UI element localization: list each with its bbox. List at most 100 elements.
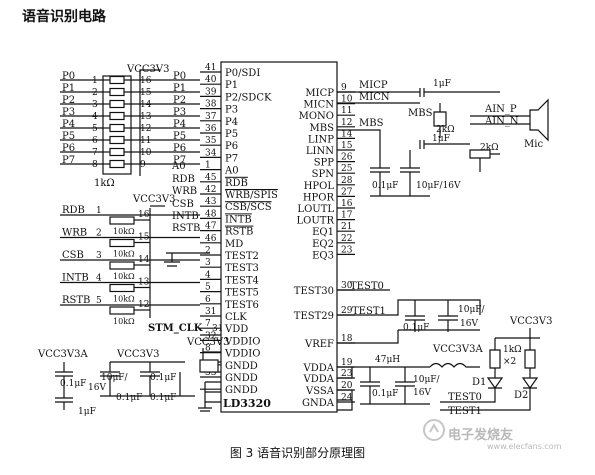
chip-left-pin-name: A0 xyxy=(224,166,239,177)
mic-cap-top xyxy=(419,88,500,97)
ain-wires xyxy=(470,115,530,125)
chip-left-pin-num: 7 xyxy=(205,319,211,329)
net-micp: MICP xyxy=(359,80,388,91)
resnet1-pin-right: 11 xyxy=(140,136,151,146)
resnet1-signal-out: P5 xyxy=(173,131,186,142)
chip-right-pin-num: 14 xyxy=(341,129,353,139)
resnet2-resistor xyxy=(109,283,135,293)
led-vcc-label: VCC3V3 xyxy=(509,316,552,327)
resnet2-pin-left: 4 xyxy=(96,274,102,284)
resnet1-pin-right: 16 xyxy=(140,76,152,86)
resnet1-pin-left: 8 xyxy=(92,160,98,170)
chip-right-pin-num: 12 xyxy=(341,118,352,128)
resnet2-pin-right: 13 xyxy=(138,278,150,288)
resnet1-pin-left: 6 xyxy=(92,136,98,146)
vdda-caps xyxy=(360,367,430,405)
chip-right-pin-num: 22 xyxy=(341,234,352,244)
chip-right-pin-num: 9 xyxy=(341,83,347,93)
resnet2-pin-left: 3 xyxy=(96,251,102,261)
chip-left-pin-name: P6 xyxy=(225,141,238,152)
chip-left-pin-name: INTB xyxy=(225,214,252,225)
chip-right-pin-name: LOUTR xyxy=(297,216,335,227)
net-test0: TEST0 xyxy=(350,281,384,292)
chip-left-pin-name: TEST2 xyxy=(225,251,259,262)
chip-left-pin-name: TEST5 xyxy=(225,288,259,299)
resnet1-pin-right: 9 xyxy=(140,160,146,170)
vref-cap-2: 10μF/ xyxy=(458,305,486,315)
resnet2-value: 10kΩ xyxy=(113,227,135,236)
mid-cap-5: 0.1μF xyxy=(116,393,142,403)
chip-vcc-label: VCC3V3 xyxy=(186,337,229,348)
mic-r1-label: 2kΩ xyxy=(436,125,455,135)
mic-bottom-caps xyxy=(370,150,430,197)
resnet2-pin-left: 5 xyxy=(96,296,102,306)
watermark-logo-icon xyxy=(423,419,445,441)
chip-right-pin-name: LINN xyxy=(306,146,334,157)
chip-left-pin-name: P5 xyxy=(225,129,238,140)
chip-left-pin-num: 31 xyxy=(205,307,216,317)
chip-left-pin-name: TEST3 xyxy=(225,263,259,274)
resnet2-resistor xyxy=(109,261,135,270)
resnet1-signal-out: P1 xyxy=(173,83,186,94)
resnet2-value: 10kΩ xyxy=(113,295,135,304)
resnet2-signal: INTB xyxy=(62,273,89,284)
chip-left-pin-num: 42 xyxy=(205,185,216,195)
chip-right-pin-name: LINP xyxy=(308,134,334,145)
chip-right-pin-name: VDDA xyxy=(303,363,335,374)
ld3320-chip-body xyxy=(220,61,338,413)
chip-left-pin-num: 38 xyxy=(205,100,217,110)
figure-caption: 图 3 语音识别部分原理图 xyxy=(229,446,366,460)
chip-right-pin-name: VSSA xyxy=(305,386,335,397)
resnet2-value: 10kΩ xyxy=(113,250,135,259)
left-cap-stack xyxy=(55,362,73,410)
vdda-cap-2b: 16V xyxy=(413,388,431,398)
resnet1-label: 1kΩ xyxy=(94,178,115,189)
chip-left-pin-name: CSB/SCS xyxy=(225,202,272,213)
resnet2-value: 10kΩ xyxy=(113,272,135,281)
led-test-wires xyxy=(440,388,531,411)
resnet1-signal-in: P3 xyxy=(62,107,75,118)
chip-right-pin-name: VREF xyxy=(304,339,334,350)
resnet2-value: 10kΩ xyxy=(113,317,135,326)
vdda-supply-label: VCC3V3A xyxy=(432,344,483,355)
resnet2-resistor xyxy=(109,238,135,248)
mid-cap-4: 0.1μF xyxy=(150,393,176,403)
chip-left-pin-name: P3 xyxy=(225,105,238,116)
chip-left-pin-name: RSTB xyxy=(225,227,253,238)
mbs-label: MBS xyxy=(408,108,433,119)
resnet1-signal-out: P0 xyxy=(173,71,186,82)
chip-right-pin-num: 19 xyxy=(341,358,353,368)
chip-right-pin-num: 28 xyxy=(341,176,353,186)
chip-left-pin-num: 32 xyxy=(205,331,216,341)
vdda-wires xyxy=(337,366,430,411)
chip-left-pin-name: P1 xyxy=(225,80,238,91)
chip-right-pin-num: 26 xyxy=(341,153,353,163)
chip-left-pin-num: 37 xyxy=(205,112,217,122)
chip-left-pin-name: WRB/SPIS xyxy=(225,190,278,201)
chip-right-pin-name: MBS xyxy=(310,123,335,134)
chip-right-pin-num: 29 xyxy=(341,306,353,316)
mid-cap-2: 16V xyxy=(88,383,106,393)
resnet2-signal: WRB xyxy=(62,228,87,239)
resnet1-signal-out: P4 xyxy=(173,119,186,130)
resnet1-pin-left: 5 xyxy=(92,124,98,134)
chip-right-pin-num: 25 xyxy=(341,164,353,174)
chip-right-pin-num: 20 xyxy=(341,381,353,391)
chip-right-pin-name: HPOR xyxy=(303,192,335,203)
chip-right-pin-num: 16 xyxy=(341,199,353,209)
resnet2-signal: RSTB xyxy=(62,295,90,306)
chip-side-signal: WRB xyxy=(172,186,197,197)
resnet1-resistor xyxy=(109,87,125,97)
resnet1-resistor xyxy=(109,111,125,121)
chip-left-pin-num: 8 xyxy=(205,344,211,354)
mic-cap-bottom-b: 10μF/16V xyxy=(416,181,461,191)
chip-right-pin-name: EQ1 xyxy=(312,227,334,238)
chip-right-pin-name: SPN xyxy=(312,169,335,180)
resnet2-resistor xyxy=(109,216,135,225)
chip-left-pin-name: TEST4 xyxy=(225,275,259,286)
chip-left-pin-name: P4 xyxy=(225,117,238,128)
resnet1-resistor xyxy=(109,75,125,85)
resnet2-pin-left: 2 xyxy=(96,229,102,239)
